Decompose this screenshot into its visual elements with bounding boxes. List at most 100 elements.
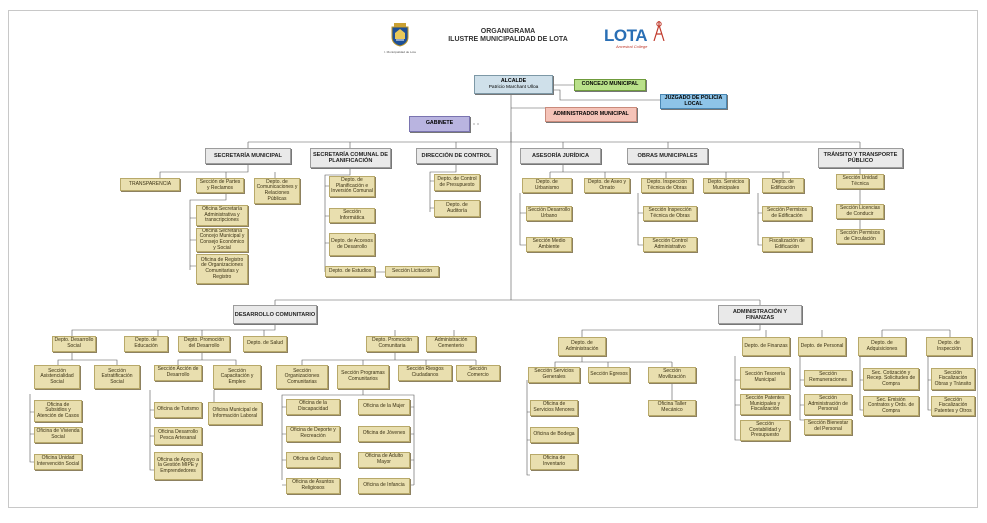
unit-permisos-circulacion: Sección Permisos de Circulación — [836, 229, 884, 244]
dept-asesoria-juridica: ASESORÍA JURÍDICA — [520, 148, 601, 164]
unit-egresos: Sección Egresos — [588, 367, 630, 383]
unit-org-comunitarias: Sección Organizaciones Comunitarias — [276, 365, 328, 389]
unit-asistencialidad: Sección Asistencialidad Social — [34, 365, 80, 389]
unit-partes: Sección de Partes y Reclamos — [196, 178, 244, 193]
unit-deporte: Oficina de Deporte y Recreación — [286, 426, 340, 442]
unit-pesca: Oficina Desarrollo Pesca Artesanal — [154, 427, 202, 445]
unit-turismo: Oficina de Turismo — [154, 402, 202, 418]
unit-auditoria: Depto. de Auditoría — [434, 200, 480, 217]
unit-promocion-desarrollo: Depto. Promoción del Desarrollo — [178, 336, 230, 352]
unit-inspeccion-tecnica: Depto. Inspección Técnica de Obras — [641, 178, 693, 193]
gabinete-box: GABINETE — [409, 116, 470, 132]
unit-licencias: Sección Licencias de Conducir — [836, 204, 884, 219]
unit-cementerio: Administración Cementerio — [426, 336, 476, 352]
unit-informatica: Sección Informática — [329, 208, 375, 223]
unit-remuneraciones: Sección Remuneraciones — [804, 370, 852, 386]
unit-edificacion: Depto. de Edificación — [762, 178, 804, 193]
unit-control-presupuesto: Depto. de Control de Presupuesto — [434, 174, 480, 191]
unit-movilizacion: Sección Movilización — [648, 367, 696, 383]
unit-transparencia: TRANSPARENCIA — [120, 178, 180, 191]
dept-secplan: SECRETARÍA COMUNAL DE PLANIFICACIÓN — [310, 148, 391, 168]
dept-secretaria-municipal: SECRETARÍA MUNICIPAL — [205, 148, 291, 164]
alcalde-title: ALCALDE — [500, 77, 527, 84]
unit-estudios: Depto. de Estudios — [325, 266, 375, 277]
page-title: ORGANIGRAMA ILUSTRE MUNICIPALIDAD DE LOT… — [423, 28, 593, 44]
unit-accion-desarrollo: Sección Acción de Desarrollo — [154, 365, 202, 381]
unit-servicios-menores: Oficina de Servicios Menores — [530, 400, 578, 416]
unit-comercio: Sección Comercio — [456, 365, 500, 381]
title-line1: ORGANIGRAMA — [480, 28, 536, 35]
unit-infancia: Oficina de Infancia — [358, 478, 410, 494]
unit-salud: Depto. de Salud — [243, 336, 287, 352]
unit-subsidios: Oficina de Subsidios y Atención de Casos — [34, 400, 82, 422]
juzgado-box: JUZGADO DE POLICIA LOCAL — [660, 94, 727, 109]
unit-intervencion: Oficina Unidad Intervención Social — [34, 454, 82, 470]
unit-medio-ambiente: Sección Medio Ambiente — [526, 237, 572, 252]
dept-desarrollo-comunitario: DESARROLLO COMUNITARIO — [233, 305, 317, 324]
unit-jovenes: Oficina de Jóvenes — [358, 426, 410, 442]
unit-desarrollo-social: Depto. Desarrollo Social — [52, 336, 96, 352]
unit-depto-personal: Depto. de Personal — [798, 337, 846, 356]
administrador-box: ADMINISTRADOR MUNICIPAL — [545, 107, 637, 122]
unit-emision: Sec. Emisión Contratos y Ords. de Compra — [863, 396, 919, 416]
unit-sec-inspeccion-tecnica: Sección Inspección Técnica de Obras — [643, 206, 697, 221]
alcalde-name: Patricio Marchant Ulloa — [488, 84, 539, 90]
unit-cultura: Oficina de Cultura — [286, 452, 340, 468]
unit-comunicaciones: Depto. de Comunicaciones y Relaciones Pú… — [254, 178, 300, 204]
unit-bodega: Oficina de Bodega — [530, 427, 578, 443]
unit-contabilidad: Sección Contabilidad y Presupuesto — [740, 420, 790, 441]
unit-depto-inspeccion: Depto. de Inspección — [926, 337, 972, 356]
unit-inventario: Oficina de Inventario — [530, 454, 578, 470]
unit-control-administrativo: Sección Control Administrativo — [643, 237, 697, 252]
unit-discapacidad: Oficina de la Discapacidad — [286, 399, 340, 415]
unit-unidad-tecnica: Sección Unidad Técnica — [836, 174, 884, 189]
dept-administracion-finanzas: ADMINISTRACIÓN Y FINANZAS — [718, 305, 802, 324]
unit-vivienda: Oficina de Vivienda Social — [34, 427, 82, 443]
mine-tower-icon — [652, 21, 666, 42]
unit-accesos: Depto. de Accesos de Desarrollo — [329, 233, 375, 256]
unit-promocion-comunitaria: Depto. Promoción Comunitaria — [366, 336, 418, 352]
unit-fiscalizacion-patentes: Sección Fiscalización Patentes y Otros — [931, 396, 975, 416]
unit-cotizacion: Sec. Cotización y Recep. Solicitudes de … — [863, 368, 919, 390]
unit-aseo: Depto. de Aseo y Ornato — [584, 178, 630, 193]
unit-planificacion: Depto. de Planificación e Inversión Comu… — [329, 176, 375, 197]
unit-desarrollo-urbano: Sección Desarrollo Urbano — [526, 206, 572, 221]
unit-urbanismo: Depto. de Urbanismo — [522, 178, 572, 193]
unit-bienestar: Sección Bienestar del Personal — [804, 419, 852, 435]
lota-wordmark: LOTA — [604, 26, 648, 45]
alcalde-box: ALCALDE Patricio Marchant Ulloa — [474, 75, 553, 94]
unit-depto-administracion: Depto. de Administración — [558, 337, 606, 356]
dept-obras-municipales: OBRAS MUNICIPALES — [627, 148, 708, 164]
unit-servicios-generales: Sección Servicios Generales — [528, 367, 580, 383]
unit-permisos-edificacion: Sección Permisos de Edificación — [762, 206, 812, 221]
unit-patentes: Sección Patentes Municipales y Fiscaliza… — [740, 394, 790, 415]
unit-depto-adquisiciones: Depto. de Adquisiciones — [858, 337, 906, 356]
unit-adm-personal: Sección Administración de Personal — [804, 394, 852, 415]
unit-info-laboral: Oficina Municipal de Información Laboral — [208, 402, 262, 425]
unit-licitacion: Sección Licitación — [385, 266, 439, 277]
dept-transito: TRÁNSITO Y TRANSPORTE PÚBLICO — [818, 148, 903, 168]
unit-estratificacion: Sección Estratificación Social — [94, 365, 140, 389]
unit-riesgos: Sección Riesgos Ciudadanos — [398, 365, 452, 381]
lota-logo: LOTA Ancestral College — [604, 27, 664, 51]
unit-fiscalizacion-obras: Sección Fiscalización Obras y Tránsito — [931, 368, 975, 390]
unit-tesoreria: Sección Tesorería Municipal — [740, 367, 790, 389]
unit-programas-comunitarios: Sección Programas Comunitarios — [337, 365, 389, 389]
unit-depto-finanzas: Depto. de Finanzas — [742, 337, 790, 356]
unit-educacion: Depto. de Educación — [124, 336, 168, 352]
dept-direccion-control: DIRECCIÓN DE CONTROL — [416, 148, 497, 164]
unit-capacitacion: Sección Capacitación y Empleo — [213, 365, 261, 389]
unit-of-concejo: Oficina Secretaría Concejo Municipal y C… — [196, 228, 248, 252]
unit-of-registro: Oficina de Registro de Organizaciones Co… — [196, 254, 248, 284]
unit-religiosos: Oficina de Asuntos Religiosos — [286, 478, 340, 494]
unit-servicios-municipales: Depto. Servicios Municipales — [703, 178, 749, 193]
municipal-crest-icon — [390, 23, 410, 47]
title-line2: ILUSTRE MUNICIPALIDAD DE LOTA — [448, 36, 568, 43]
crest-caption: I. Municipalidad de Lota — [384, 50, 416, 54]
lota-tagline: Ancestral College — [616, 44, 648, 49]
unit-fiscalizacion-edificacion: Fiscalización de Edificación — [762, 237, 812, 252]
unit-mujer: Oficina de la Mujer — [358, 399, 410, 415]
unit-mipe: Oficina de Apoyo a la Gestión MIPE y Emp… — [154, 452, 202, 480]
